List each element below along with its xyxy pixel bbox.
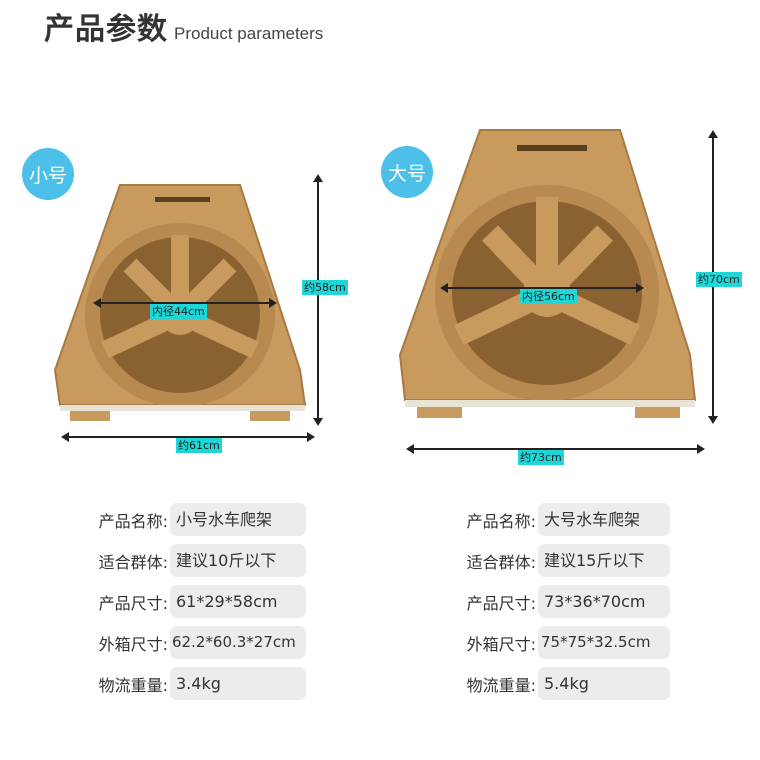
spec-row: 产品尺寸: 73*36*70cm: [440, 585, 670, 618]
cat-wheel-image-large: [398, 129, 697, 418]
spec-key: 外箱尺寸:: [466, 634, 536, 654]
spec-key: 产品尺寸:: [466, 593, 536, 613]
spec-value: 建议10斤以下: [170, 544, 306, 577]
spec-key: 外箱尺寸:: [98, 634, 168, 654]
spec-value: 5.4kg: [538, 667, 670, 700]
spec-key: 适合群体:: [466, 552, 536, 572]
spec-row: 适合群体: 建议15斤以下: [440, 544, 670, 577]
spec-table-large: 产品名称: 大号水车爬架 适合群体: 建议15斤以下 产品尺寸: 73*36*7…: [440, 503, 670, 708]
spec-row: 产品名称: 大号水车爬架: [440, 503, 670, 536]
width-label-small: 约61cm: [176, 438, 222, 453]
spec-key: 产品尺寸:: [98, 593, 168, 613]
size-badge-large: 大号: [381, 146, 433, 198]
spec-row: 产品名称: 小号水车爬架: [72, 503, 306, 536]
product-large: 大号 内径56cm 约70cm 约73cm: [370, 110, 760, 480]
inner-diameter-label-large: 内径56cm: [520, 289, 577, 304]
spec-table-small: 产品名称: 小号水车爬架 适合群体: 建议10斤以下 产品尺寸: 61*29*5…: [72, 503, 306, 708]
spec-value: 大号水车爬架: [538, 503, 670, 536]
spec-value: 3.4kg: [170, 667, 306, 700]
inner-diameter-label-small: 内径44cm: [150, 304, 207, 319]
title-en: Product parameters: [174, 24, 324, 43]
width-arrow-small: [61, 432, 315, 442]
spec-value: 61*29*58cm: [170, 585, 306, 618]
spec-key: 产品名称:: [98, 511, 168, 531]
spec-value: 建议15斤以下: [538, 544, 670, 577]
height-label-large: 约70cm: [696, 272, 742, 287]
spec-row: 产品尺寸: 61*29*58cm: [72, 585, 306, 618]
spec-key: 适合群体:: [98, 552, 168, 572]
spec-key: 物流重量:: [466, 675, 536, 695]
inner-diameter-arrow-large: [440, 283, 644, 293]
spec-row: 物流重量: 5.4kg: [440, 667, 670, 700]
spec-value: 73*36*70cm: [538, 585, 670, 618]
height-label-small: 约58cm: [302, 280, 348, 295]
spec-value: 75*75*32.5cm: [538, 626, 670, 659]
product-small: 小号 内径44cm 约58cm 约61cm: [0, 130, 380, 470]
spec-row: 外箱尺寸: 62.2*60.3*27cm: [72, 626, 306, 659]
spec-value: 小号水车爬架: [170, 503, 306, 536]
spec-value: 62.2*60.3*27cm: [170, 626, 306, 659]
width-label-large: 约73cm: [518, 450, 564, 465]
spec-row: 物流重量: 3.4kg: [72, 667, 306, 700]
spec-row: 适合群体: 建议10斤以下: [72, 544, 306, 577]
width-arrow-large: [406, 444, 705, 454]
title-cn: 产品参数: [44, 12, 168, 47]
height-arrow-small: [313, 174, 323, 426]
spec-row: 外箱尺寸: 75*75*32.5cm: [440, 626, 670, 659]
spec-key: 物流重量:: [98, 675, 168, 695]
spec-key: 产品名称:: [466, 511, 536, 531]
page-header: 产品参数 Product parameters: [44, 4, 323, 48]
inner-diameter-arrow-small: [93, 298, 277, 308]
size-badge-small: 小号: [22, 148, 74, 200]
